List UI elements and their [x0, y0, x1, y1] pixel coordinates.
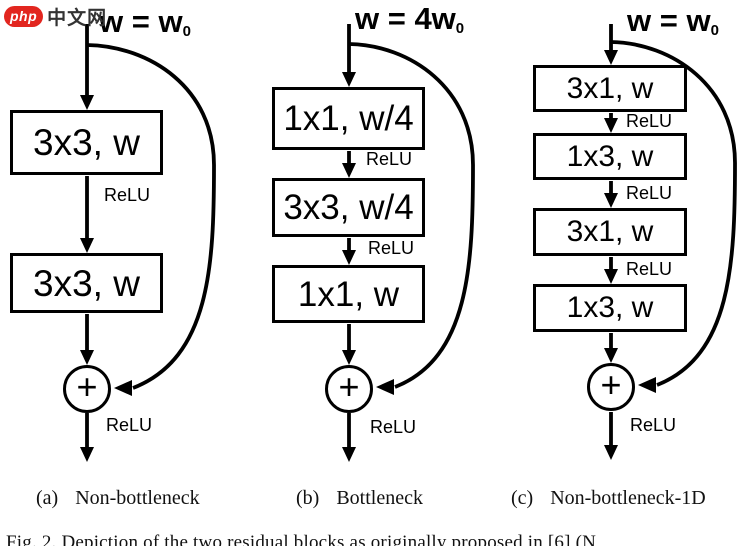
conv-box-a1-label: 3x3, w	[33, 122, 140, 163]
plus-sign-c: +	[600, 364, 622, 405]
conv-box-a2-label: 3x3, w	[33, 262, 140, 304]
width-title-a-sub: 0	[182, 23, 191, 40]
conv-box-b1: 1x1, w/4	[272, 87, 425, 150]
sum-node-a: +	[63, 365, 111, 413]
skip-connection-b	[348, 42, 475, 389]
width-title-b-main: w = 4w	[355, 1, 456, 36]
caption-b-tag: (b)	[296, 487, 320, 509]
caption-b: (b) Bottleneck	[296, 487, 423, 509]
width-title-b: w = 4w0	[355, 1, 465, 37]
width-title-a: w = w0	[99, 4, 191, 40]
conv-box-c3: 3x1, w	[533, 208, 687, 256]
skip-connection-c	[610, 40, 737, 387]
conv-box-c3-label: 3x1, w	[566, 215, 654, 248]
conv-box-c1: 3x1, w	[533, 65, 687, 112]
plus-sign-a: +	[76, 366, 98, 407]
caption-b-name: Bottleneck	[336, 487, 423, 509]
plus-sign-b: +	[338, 366, 360, 407]
width-title-a-main: w = w	[99, 4, 183, 39]
relu-label-b1: ReLU	[366, 149, 413, 169]
conv-box-c2: 1x3, w	[533, 133, 687, 180]
relu-label-c2: ReLU	[626, 183, 673, 203]
conv-box-c2-label: 1x3, w	[566, 139, 654, 173]
conv-box-b2-label: 3x3, w/4	[283, 188, 414, 227]
arrowheads	[80, 50, 656, 462]
relu-label-a-out: ReLU	[106, 415, 153, 435]
php-logo-badge: php	[4, 6, 44, 27]
relu-label-c3: ReLU	[626, 259, 673, 279]
sum-node-c: +	[587, 363, 635, 411]
skip-connection-a	[86, 43, 216, 390]
width-title-b-sub: 0	[455, 20, 465, 37]
conv-box-b3: 1x1, w	[272, 265, 425, 323]
site-watermark: php 中文网	[4, 3, 107, 30]
relu-label-b-out: ReLU	[370, 417, 417, 437]
conv-box-c1-label: 3x1, w	[566, 71, 654, 105]
caption-a-tag: (a)	[36, 487, 59, 509]
width-title-c: w = w0	[627, 3, 719, 39]
caption-c-tag: (c)	[511, 487, 534, 509]
conv-box-c4-label: 1x3, w	[566, 291, 654, 324]
conv-box-b3-label: 1x1, w	[297, 274, 400, 314]
width-title-c-main: w = w	[627, 3, 711, 38]
relu-label-c-out: ReLU	[630, 415, 677, 435]
watermark-text: 中文网	[47, 8, 108, 29]
caption-c-name: Non-bottleneck-1D	[550, 487, 706, 509]
caption-c: (c) Non-bottleneck-1D	[511, 487, 706, 509]
conv-box-b2: 3x3, w/4	[272, 178, 425, 237]
width-title-c-sub: 0	[710, 22, 719, 39]
relu-label-c1: ReLU	[626, 111, 673, 131]
relu-label-a-mid: ReLU	[104, 185, 151, 205]
figure-caption: Fig. 2. Depiction of the two residual bl…	[6, 532, 597, 546]
caption-a-name: Non-bottleneck	[75, 487, 200, 509]
relu-label-b2: ReLU	[368, 238, 415, 258]
conv-box-a2: 3x3, w	[10, 253, 163, 313]
conv-box-b1-label: 1x1, w/4	[283, 99, 414, 138]
conv-box-a1: 3x3, w	[10, 110, 163, 175]
caption-a: (a) Non-bottleneck	[36, 487, 200, 509]
conv-box-c4: 1x3, w	[533, 284, 687, 332]
sum-node-b: +	[325, 365, 373, 413]
